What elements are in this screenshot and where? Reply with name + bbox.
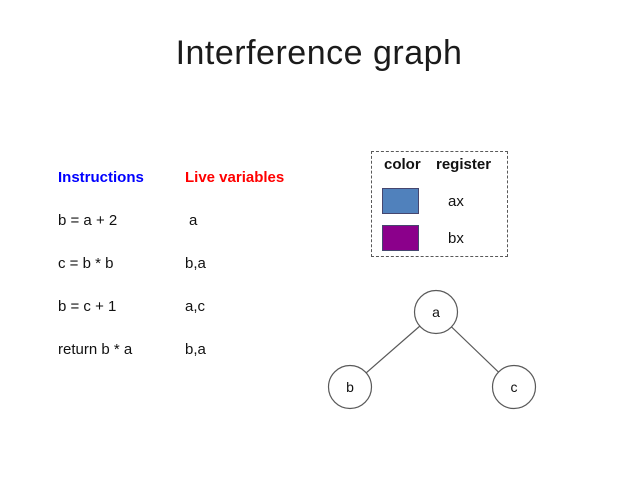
node-label-b: b (346, 379, 354, 395)
instructions-table: Instructions Live variables b = a + 2 a … (58, 169, 284, 384)
live-variables-cell: a (189, 212, 198, 229)
node-label-a: a (432, 304, 440, 320)
register-label-ax: ax (448, 193, 464, 210)
instruction-cell: c = b * b (58, 255, 114, 272)
live-variables-header: Live variables (185, 169, 285, 186)
node-a (413, 289, 459, 335)
live-variables-cell: b,a (185, 255, 206, 272)
live-variables-cell: a,c (185, 298, 206, 315)
color-swatch-ax (382, 188, 419, 214)
node-c (491, 364, 537, 410)
legend-color-header: color (384, 156, 421, 173)
legend-register-header: register (436, 156, 492, 173)
node-b (327, 364, 373, 410)
instruction-cell: b = a + 2 (58, 212, 118, 229)
color-register-legend: color register ax bx (371, 151, 508, 257)
node-label-c: c (511, 379, 518, 395)
live-variables-cell: b,a (185, 341, 206, 358)
color-swatch-bx (382, 225, 419, 251)
instruction-cell: return b * a (58, 341, 133, 358)
instructions-header: Instructions (58, 169, 144, 186)
instruction-cell: b = c + 1 (58, 298, 117, 315)
register-label-bx: bx (448, 230, 464, 247)
page-title: Interference graph (175, 34, 463, 72)
